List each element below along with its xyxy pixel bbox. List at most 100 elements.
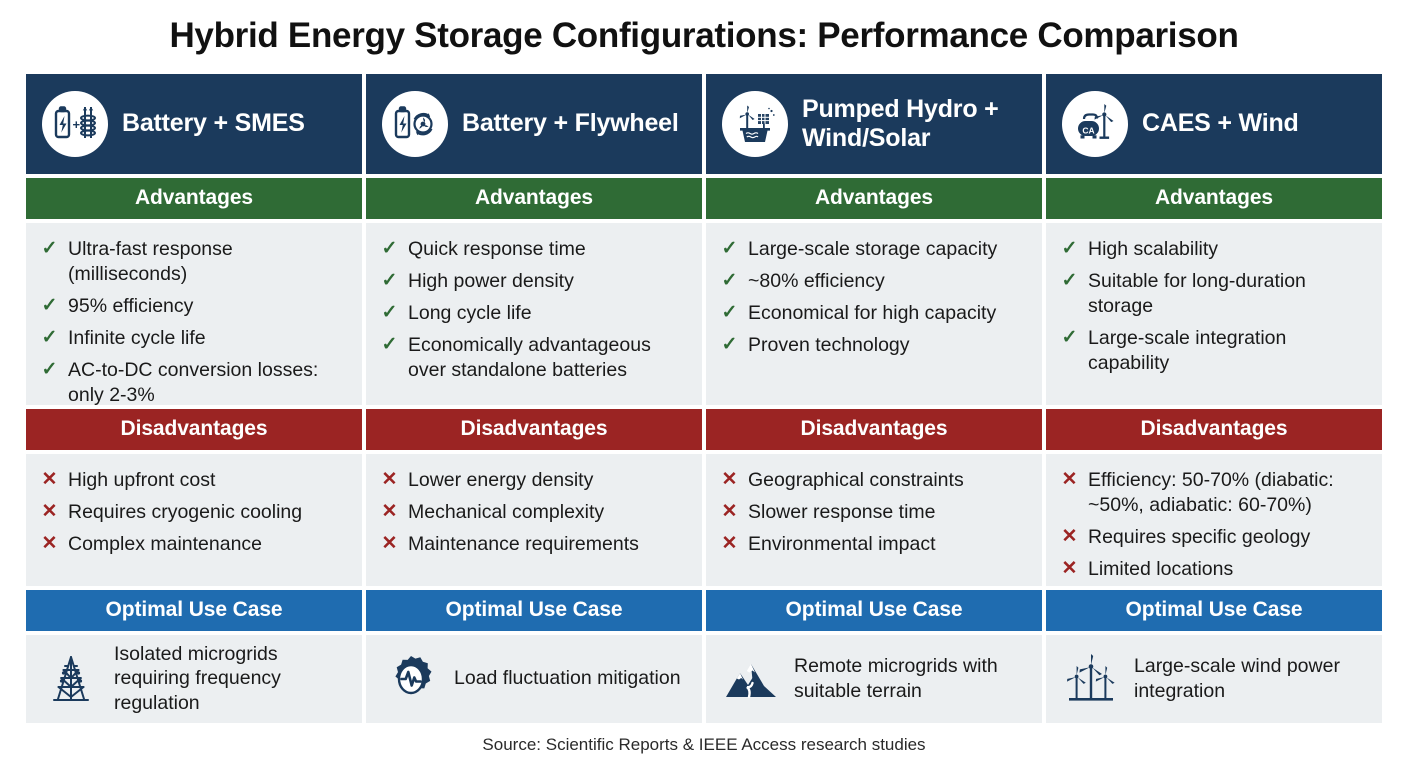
cross-icon: ✕ xyxy=(721,468,738,490)
compressed-air-tank-wind-icon: CA xyxy=(1062,90,1128,157)
list-item: ✓Economical for high capacity xyxy=(721,301,997,324)
disadvantages-list-col2: ✕Lower energy density ✕Mechanical comple… xyxy=(366,453,702,586)
disadvantages-list-col1: ✕High upfront cost ✕Requires cryogenic c… xyxy=(26,453,362,586)
column-header-battery-smes: + Battery + SMES xyxy=(26,73,362,174)
check-icon: ✓ xyxy=(721,301,738,323)
list-item: ✕High upfront cost xyxy=(41,468,216,491)
column-header-pumped-hydro: Pumped Hydro + Wind/Solar xyxy=(706,73,1042,174)
use-case-text: Large-scale wind power integration xyxy=(1134,655,1340,702)
list-item: ✓Economically advantageous over standalo… xyxy=(381,333,651,381)
wind-solar-reservoir-icon xyxy=(722,90,788,157)
column-header-caes-wind: CA CAES + Wind xyxy=(1046,73,1382,174)
check-icon: ✓ xyxy=(381,237,398,259)
cross-icon: ✕ xyxy=(1061,468,1078,490)
check-icon: ✓ xyxy=(381,301,398,323)
advantages-bar-col1: Advantages xyxy=(26,177,362,219)
list-item: ✕Efficiency: 50-70% (diabatic: ~50%, adi… xyxy=(1061,468,1334,516)
list-item: ✓Suitable for long-duration storage xyxy=(1061,269,1306,317)
cross-icon: ✕ xyxy=(41,468,58,490)
column-header-label: Pumped Hydro + Wind/Solar xyxy=(802,94,999,152)
use-case-bar-col2: Optimal Use Case xyxy=(366,589,702,631)
list-item: ✕Environmental impact xyxy=(721,532,936,555)
column-header-label: CAES + Wind xyxy=(1142,109,1299,138)
advantages-bar-col4: Advantages xyxy=(1046,177,1382,219)
cross-icon: ✕ xyxy=(721,532,738,554)
advantages-list-col1: ✓Ultra-fast response (milliseconds) ✓95%… xyxy=(26,222,362,406)
disadvantages-list-col3: ✕Geographical constraints ✕Slower respon… xyxy=(706,453,1042,586)
check-icon: ✓ xyxy=(1061,269,1078,291)
advantages-bar-col3: Advantages xyxy=(706,177,1042,219)
list-item: ✕Requires specific geology xyxy=(1061,525,1311,548)
list-item: ✕Requires cryogenic cooling xyxy=(41,500,303,523)
disadvantages-bar-col3: Disadvantages xyxy=(706,408,1042,450)
use-case-bar-col4: Optimal Use Case xyxy=(1046,589,1382,631)
list-item: ✕Slower response time xyxy=(721,500,936,523)
use-case-text: Remote microgrids with suitable terrain xyxy=(794,655,998,702)
advantages-bar-col2: Advantages xyxy=(366,177,702,219)
check-icon: ✓ xyxy=(1061,326,1078,348)
check-icon: ✓ xyxy=(721,333,738,355)
list-item: ✓Infinite cycle life xyxy=(41,326,206,349)
use-case-col3: Remote microgrids with suitable terrain xyxy=(706,634,1042,723)
mountains-icon xyxy=(722,650,780,708)
cross-icon: ✕ xyxy=(381,500,398,522)
disadvantages-bar-col2: Disadvantages xyxy=(366,408,702,450)
cross-icon: ✕ xyxy=(41,500,58,522)
column-header-label: Battery + Flywheel xyxy=(462,109,679,138)
list-item: ✕Mechanical complexity xyxy=(381,500,605,523)
cross-icon: ✕ xyxy=(381,468,398,490)
list-item: ✓Ultra-fast response (milliseconds) xyxy=(41,237,233,285)
disadvantages-list-col4: ✕Efficiency: 50-70% (diabatic: ~50%, adi… xyxy=(1046,453,1382,586)
gear-pulse-icon xyxy=(382,650,440,708)
wind-farm-icon xyxy=(1062,650,1120,708)
battery-flywheel-icon xyxy=(382,90,448,157)
svg-text:CA: CA xyxy=(1082,125,1094,135)
list-item: ✓Proven technology xyxy=(721,333,910,356)
list-item: ✓High power density xyxy=(381,269,574,292)
disadvantages-bar-col4: Disadvantages xyxy=(1046,408,1382,450)
cross-icon: ✕ xyxy=(381,532,398,554)
use-case-text: Isolated microgrids requiring frequency … xyxy=(114,642,281,715)
advantages-list-col3: ✓Large-scale storage capacity ✓~80% effi… xyxy=(706,222,1042,405)
use-case-text: Load fluctuation mitigation xyxy=(454,667,681,690)
source-note: Source: Scientific Reports & IEEE Access… xyxy=(482,734,926,754)
list-item: ✓Long cycle life xyxy=(381,301,532,324)
check-icon: ✓ xyxy=(721,237,738,259)
cross-icon: ✕ xyxy=(1061,525,1078,547)
cross-icon: ✕ xyxy=(1061,557,1078,579)
check-icon: ✓ xyxy=(41,237,58,259)
check-icon: ✓ xyxy=(41,294,58,316)
page-title: Hybrid Energy Storage Configurations: Pe… xyxy=(169,16,1239,55)
check-icon: ✓ xyxy=(41,326,58,348)
list-item: ✓Large-scale storage capacity xyxy=(721,237,998,260)
use-case-col4: Large-scale wind power integration xyxy=(1046,634,1382,723)
list-item: ✓~80% efficiency xyxy=(721,269,885,292)
list-item: ✕Maintenance requirements xyxy=(381,532,639,555)
use-case-col2: Load fluctuation mitigation xyxy=(366,634,702,723)
check-icon: ✓ xyxy=(41,358,58,380)
list-item: ✓Large-scale integration capability xyxy=(1061,326,1287,374)
column-header-battery-flywheel: Battery + Flywheel xyxy=(366,73,702,174)
comparison-grid: + Battery + SMES xyxy=(26,73,1382,723)
check-icon: ✓ xyxy=(381,333,398,355)
list-item: ✓95% efficiency xyxy=(41,294,194,317)
svg-text:+: + xyxy=(73,117,81,132)
check-icon: ✓ xyxy=(721,269,738,291)
use-case-col1: Isolated microgrids requiring frequency … xyxy=(26,634,362,723)
list-item: ✕Complex maintenance xyxy=(41,532,263,555)
use-case-bar-col3: Optimal Use Case xyxy=(706,589,1042,631)
list-item: ✕Lower energy density xyxy=(381,468,594,491)
list-item: ✕Limited locations xyxy=(1061,557,1234,580)
column-header-label: Battery + SMES xyxy=(122,109,305,138)
list-item: ✓AC-to-DC conversion losses: only 2-3% xyxy=(41,358,319,406)
list-item: ✕Geographical constraints xyxy=(721,468,964,491)
check-icon: ✓ xyxy=(381,269,398,291)
advantages-list-col4: ✓High scalability ✓Suitable for long-dur… xyxy=(1046,222,1382,405)
disadvantages-bar-col1: Disadvantages xyxy=(26,408,362,450)
advantages-list-col2: ✓Quick response time ✓High power density… xyxy=(366,222,702,405)
cross-icon: ✕ xyxy=(41,532,58,554)
battery-plus-coil-icon: + xyxy=(42,90,108,157)
cross-icon: ✕ xyxy=(721,500,738,522)
list-item: ✓Quick response time xyxy=(381,237,586,260)
